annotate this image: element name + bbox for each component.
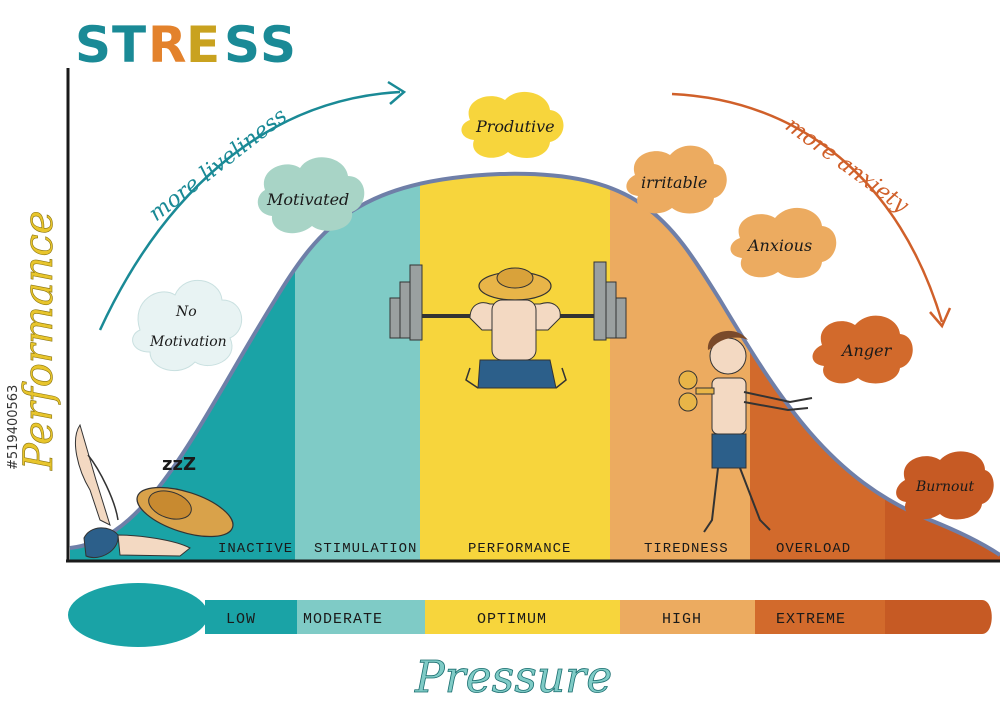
title-letter: S (260, 16, 296, 74)
cloud-burnout-label: Burnout (915, 479, 974, 495)
cloud-productive: Produtive (461, 91, 564, 158)
pressure-segment (205, 600, 297, 634)
title-letter: E (186, 16, 220, 74)
zone-label-stimulation: STIMULATION (314, 541, 417, 557)
title-letter: S (75, 16, 111, 74)
zone-label-tiredness: TIREDNESS (644, 541, 729, 557)
cloud-motivated-label: Motivated (266, 190, 349, 209)
pressure-label-low: LOW (226, 611, 256, 628)
pressure-scale-bowl (68, 583, 208, 647)
pressure-segment (620, 600, 755, 634)
y-axis-label: Performance (16, 210, 62, 471)
pressure-scale-handle-end (885, 600, 992, 634)
sleeping-person-illustration: zzZ (74, 423, 234, 558)
pressure-segment (297, 600, 425, 634)
cloud-irritable-label: irritable (641, 173, 707, 192)
stock-id-watermark: #519400563 (6, 384, 21, 470)
cloud-motivated: Motivated (257, 157, 365, 234)
pressure-segment (425, 600, 620, 634)
pressure-label-moderate: MODERATE (303, 611, 383, 628)
cloud-no-motivation-line1: No (175, 304, 197, 320)
pressure-label-high: HIGH (662, 611, 702, 628)
cloud-anger: Anger (812, 315, 913, 384)
cloud-no-motivation-line2: Motivation (149, 334, 227, 350)
pressure-segment (755, 600, 885, 634)
cloud-anxious: Anxious (730, 207, 837, 278)
cloud-irritable: irritable (626, 145, 727, 214)
pressure-scale: LOW MODERATE OPTIMUM HIGH EXTREME (68, 583, 992, 647)
cloud-anger-label: Anger (840, 341, 893, 360)
cloud-anxious-label: Anxious (746, 236, 812, 255)
anxiety-label: more anxiety (780, 113, 913, 219)
zone-label-inactive: INACTIVE (218, 541, 293, 557)
cloud-burnout: Burnout (896, 451, 994, 520)
windup-person-illustration (678, 330, 813, 533)
zone-label-overload: OVERLOAD (776, 541, 851, 557)
stress-curve (69, 171, 1000, 557)
title-letter: S (224, 16, 260, 74)
page-title: S T R E S S (75, 16, 296, 74)
cloud-productive-label: Produtive (475, 117, 555, 136)
pressure-label-extreme: EXTREME (776, 611, 846, 628)
weightlifter-illustration (389, 261, 627, 389)
x-axis-label: Pressure (414, 652, 612, 703)
cloud-no-motivation: No Motivation (132, 279, 243, 372)
sleep-zzz: zzZ (162, 454, 196, 475)
pressure-label-optimum: OPTIMUM (477, 611, 547, 628)
title-letter: R (148, 16, 187, 74)
title-letter: T (112, 16, 146, 74)
zone-label-performance: PERFORMANCE (468, 541, 571, 557)
